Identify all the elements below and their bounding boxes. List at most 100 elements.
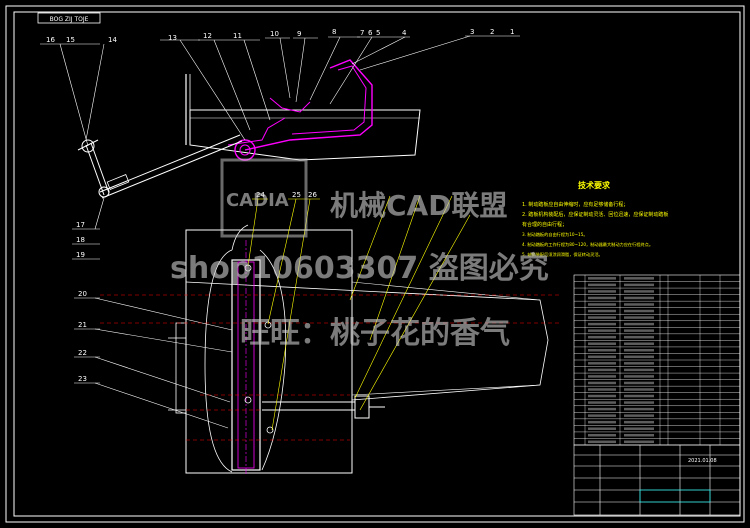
title-block-cyan-band — [639, 489, 711, 503]
callout-6: 6 — [368, 29, 373, 37]
callout-20: 20 — [78, 290, 87, 298]
watermark-logo-box — [220, 158, 308, 238]
bom-cell-mark — [588, 414, 616, 417]
bom-cell-mark — [588, 322, 616, 326]
callout-5: 5 — [376, 29, 380, 37]
bom-cell-mark — [588, 349, 616, 352]
callout-17: 17 — [76, 221, 85, 229]
tech-req-item-5: 4. 制动踏板的工作行程为80~120，制动器最大制动力应在行程终点。 — [522, 241, 653, 248]
watermark-logo-text: CADIA — [226, 190, 289, 211]
title-block — [573, 444, 741, 516]
bom-cell-mark — [588, 368, 616, 372]
watermark-shop: shop10603307 盗图必究 — [170, 251, 549, 286]
callout-13: 13 — [168, 34, 177, 42]
bill-of-materials-table — [573, 274, 741, 446]
technical-requirements: 技术要求 1. 制动踏板应自由伸缩时，应有足够储备行程； 2. 踏板机构装配后，… — [522, 180, 668, 258]
front-view-assembly — [100, 224, 560, 475]
drawing-code: BOG ZIJ TOJE — [50, 16, 89, 23]
watermark-brand: 机械CAD联盟 — [330, 189, 507, 222]
bom-cell-mark — [624, 335, 654, 339]
bom-cell-mark — [588, 303, 616, 306]
bom-cell-mark — [588, 388, 616, 391]
bom-cell-mark — [588, 283, 616, 287]
bom-cell-mark — [624, 394, 654, 398]
bom-cell-mark — [624, 309, 654, 313]
bom-cell-mark — [624, 342, 654, 345]
bom-cell-mark — [624, 388, 654, 391]
bom-cell-mark — [588, 355, 616, 359]
tech-req-item-3: 有合理的自由行程； — [522, 221, 567, 228]
callout-26: 26 — [308, 191, 317, 199]
tech-req-item-6: 5. 轴销装配后须涂润滑脂，保证转动灵活。 — [522, 251, 603, 258]
bom-cell-mark — [588, 394, 616, 398]
bom-cell-mark — [624, 362, 654, 365]
bom-cell-mark — [588, 362, 616, 365]
bom-cell-mark — [588, 335, 616, 339]
bom-cell-mark — [588, 316, 616, 319]
tech-req-item-1: 1. 制动踏板应自由伸缩时，应有足够储备行程； — [522, 201, 628, 208]
bom-cell-mark — [624, 414, 654, 417]
leader-lines-top — [40, 35, 520, 147]
callout-22: 22 — [78, 349, 87, 357]
bom-cell-mark — [588, 296, 616, 300]
callout-1: 1 — [510, 28, 514, 36]
bom-cell-mark — [624, 303, 654, 306]
callout-19: 19 — [76, 251, 85, 259]
bom-cell-mark — [588, 375, 616, 378]
bom-cell-mark — [624, 322, 654, 326]
bom-cell-mark — [624, 329, 654, 332]
bom-cell-mark — [624, 316, 654, 319]
bom-cell-mark — [624, 427, 654, 430]
bom-cell-mark — [624, 440, 654, 444]
callout-10: 10 — [270, 30, 279, 38]
bom-cell-mark — [588, 342, 616, 345]
bom-cell-mark — [624, 401, 654, 404]
bom-cell-mark — [588, 309, 616, 313]
tech-req-item-2: 2. 踏板机构装配后，应保证制动灵活、回位迅速，应保证制动踏板 — [522, 211, 668, 218]
callouts-left: 17 18 19 20 21 22 23 — [76, 221, 87, 383]
callout-2: 2 — [490, 28, 494, 36]
leader-lines-left — [72, 197, 233, 429]
tech-req-heading: 技术要求 — [578, 180, 611, 190]
title-block-date: 2021.01.08 — [688, 458, 717, 464]
callout-11: 11 — [233, 32, 242, 40]
bom-cell-mark — [588, 401, 616, 404]
callout-16: 16 — [46, 36, 55, 44]
callout-15: 15 — [66, 36, 75, 44]
drawing-frame-outer — [5, 5, 745, 523]
bom-cell-mark — [624, 368, 654, 372]
callouts-top: 16 15 14 13 12 11 10 9 8 7 6 5 4 3 2 1 — [46, 28, 514, 44]
callout-24: 24 — [256, 191, 265, 199]
callout-3: 3 — [470, 28, 474, 36]
bom-cell-mark — [588, 427, 616, 430]
watermark-wangwang: 旺旺：桃子花的香气 — [240, 316, 510, 351]
bom-cell-mark — [624, 296, 654, 300]
callout-4: 4 — [402, 29, 407, 37]
bom-cell-mark — [624, 349, 654, 352]
callout-23: 23 — [78, 375, 87, 383]
bom-cell-mark — [624, 277, 654, 280]
bom-cell-mark — [624, 375, 654, 378]
bom-cell-mark — [588, 407, 616, 411]
callout-12: 12 — [203, 32, 212, 40]
bom-cell-mark — [588, 329, 616, 332]
callouts-mid: 26 25 24 — [256, 191, 317, 199]
bom-cell-mark — [588, 290, 616, 293]
callout-21: 21 — [78, 321, 87, 329]
bom-cell-mark — [588, 440, 616, 444]
watermark: CADIA 机械CAD联盟 shop10603307 盗图必究 旺旺：桃子花的香… — [170, 158, 549, 351]
bom-cell-mark — [588, 277, 616, 280]
top-view-mechanism — [77, 59, 421, 199]
tech-req-item-4: 3. 制动踏板的自由行程为10~15。 — [522, 231, 588, 238]
callout-18: 18 — [76, 236, 85, 244]
bom-cell-mark — [588, 434, 616, 437]
bom-cell-mark — [588, 381, 616, 385]
drawing-frame-inner — [13, 11, 741, 517]
bom-cell-mark — [624, 420, 654, 424]
bom-cell-mark — [624, 381, 654, 385]
drawing-code-box — [37, 12, 101, 24]
bom-cell-mark — [624, 434, 654, 437]
bom-cell-mark — [624, 407, 654, 411]
callout-14: 14 — [108, 36, 117, 44]
